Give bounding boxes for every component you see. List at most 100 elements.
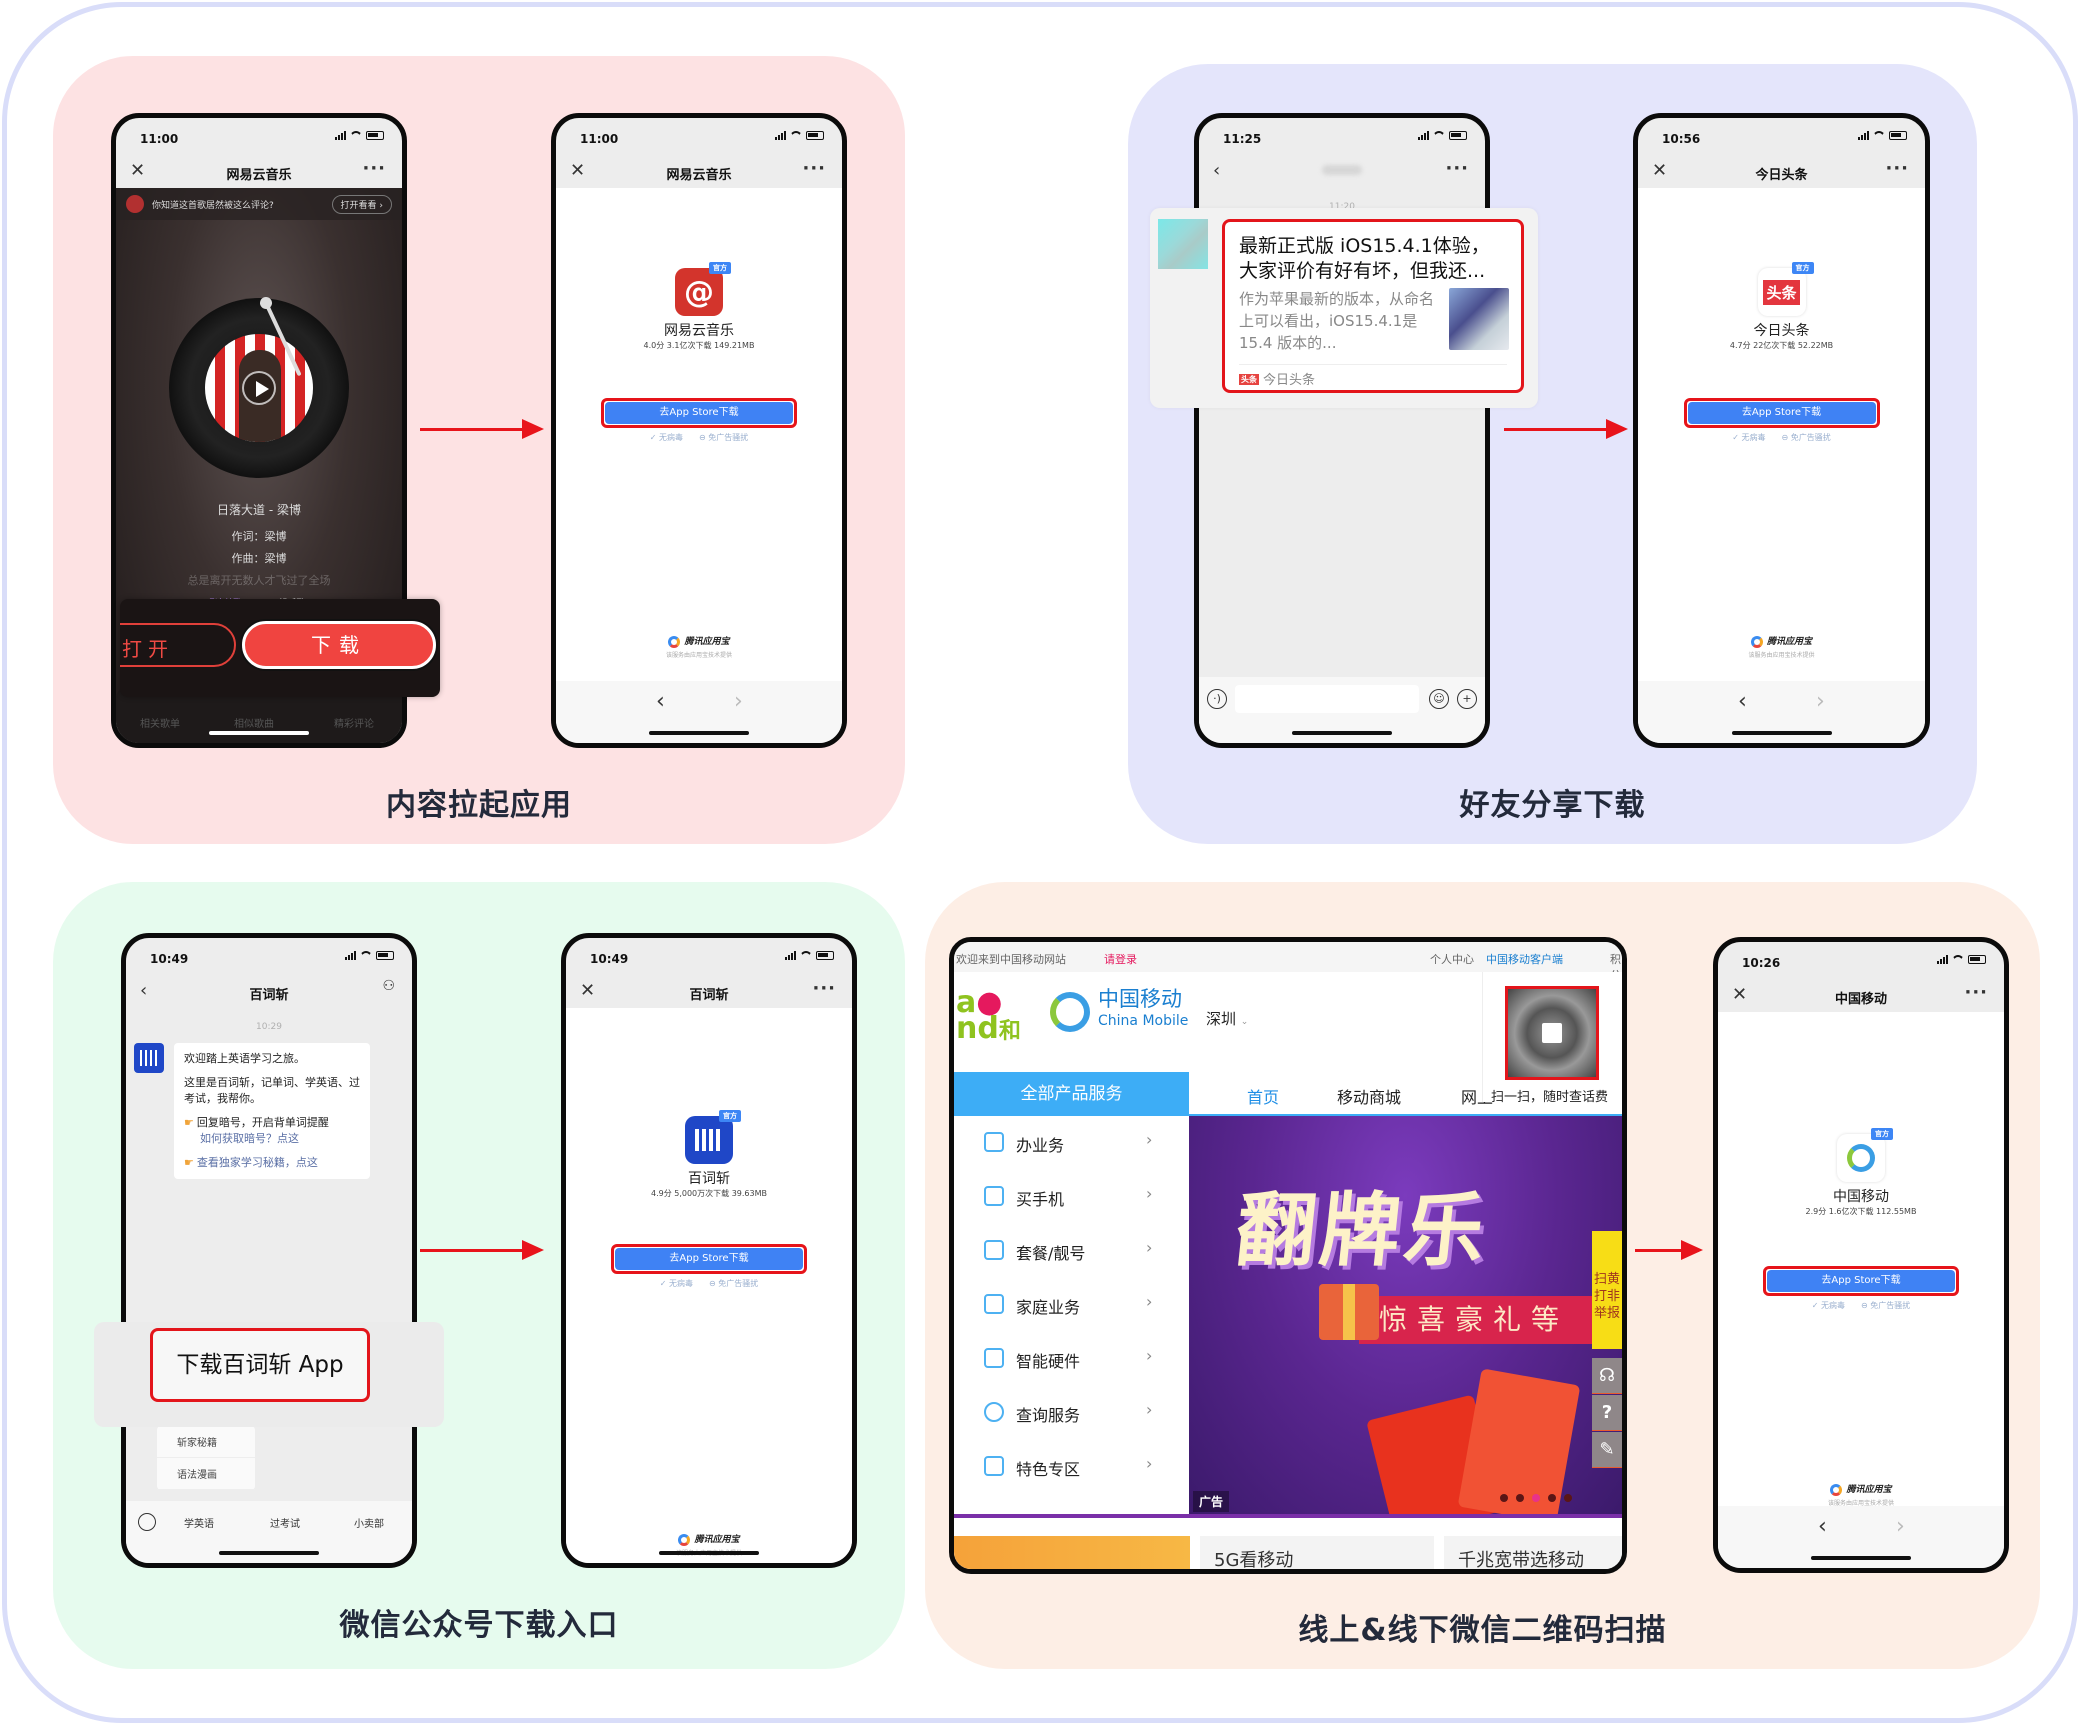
toutiao-logo-icon: 头条 <box>1239 374 1259 385</box>
back-icon[interactable]: ‹ <box>656 689 665 714</box>
qr-code[interactable] <box>1505 986 1599 1080</box>
ad-label: 广告 <box>1193 1491 1230 1512</box>
close-icon[interactable]: ✕ <box>580 980 596 1001</box>
carousel-dots[interactable] <box>1500 1494 1572 1502</box>
home-indicator <box>649 731 749 735</box>
more-icon[interactable]: ··· <box>1964 982 1988 1003</box>
tab-comments[interactable]: 精彩评论 <box>334 719 374 730</box>
appstore-download-button[interactable]: 去App Store下载 <box>1683 398 1880 428</box>
yyb-brand: 腾讯应用宝 <box>1718 1482 2004 1496</box>
lyric-line: 总是离开无数人才飞过了全场 <box>187 574 331 587</box>
article-description: 作为苹果最新的版本，从命名上可以看出，iOS15.4.1是 15.4 版本的..… <box>1239 290 1435 352</box>
site-topbar: 欢迎来到中国移动网站 请登录 个人中心 中国移动客户端 积分 <box>954 942 1622 982</box>
download-baicizhan-app-item[interactable]: 下载百词斩 App <box>150 1328 370 1402</box>
netease-app-icon: @官方 <box>675 262 731 316</box>
sidebar-item-buy-phone[interactable]: 买手机› <box>954 1170 1189 1224</box>
message-input[interactable] <box>1235 685 1419 713</box>
nav-mall[interactable]: 移动商城 <box>1337 1088 1402 1107</box>
chat-timestamp: 10:29 <box>256 1022 282 1032</box>
keyboard-icon[interactable] <box>138 1513 156 1531</box>
close-icon[interactable]: ✕ <box>130 160 146 181</box>
back-icon[interactable]: ‹ <box>1213 160 1221 181</box>
open-look-button[interactable]: 打开看看 › <box>331 195 392 214</box>
study-tips-link[interactable]: 查看独家学习秘籍，点这 <box>196 1156 318 1169</box>
shared-article-message[interactable]: 最新正式版 iOS15.4.1体验，大家评价有好有坏，但我还... 作为苹果最新… <box>1222 219 1524 393</box>
menu-tab-shop[interactable]: 小卖部 <box>354 1519 384 1530</box>
nav-home[interactable]: 首页 <box>1247 1088 1280 1107</box>
nav-title: 网易云音乐 <box>666 168 732 183</box>
chat-input-bar: ·) ☺ + <box>1199 677 1485 743</box>
promo-card[interactable] <box>954 1536 1190 1569</box>
forward-icon[interactable]: › <box>1896 1514 1905 1539</box>
more-icon[interactable]: ··· <box>1885 158 1909 179</box>
personal-center-link[interactable]: 个人中心 <box>1430 953 1474 966</box>
report-button[interactable]: 扫黄打非举报 <box>1592 1231 1622 1349</box>
app-name: 今日头条 <box>1753 323 1810 339</box>
tab-related-playlists[interactable]: 相关歌单 <box>140 719 180 730</box>
menu-tab-learn-english[interactable]: 学英语 <box>184 1519 214 1530</box>
app-name: 百词斩 <box>688 1171 730 1187</box>
menu-tab-exams[interactable]: 过考试 <box>270 1519 300 1530</box>
back-icon[interactable]: ‹ <box>140 980 148 1001</box>
forward-icon[interactable]: › <box>1816 689 1825 714</box>
comment-banner[interactable]: 你知道这首歌居然被这么评论? 打开看看 › <box>116 188 402 220</box>
chat-timestamp: 11:20 <box>1329 202 1355 212</box>
sidebar-item-smart-hardware[interactable]: 智能硬件› <box>954 1332 1189 1386</box>
no-virus-badge: ✓ 无病毒 <box>1811 1301 1845 1310</box>
wifi-icon <box>1433 131 1445 140</box>
plus-icon[interactable]: + <box>1457 689 1477 709</box>
menu-item-secrets[interactable]: 斩家秘籍 <box>157 1426 255 1458</box>
feedback-icon[interactable]: ✎ <box>1592 1432 1622 1468</box>
client-link[interactable]: 中国移动客户端 <box>1486 953 1563 966</box>
emoji-icon[interactable]: ☺ <box>1429 689 1449 709</box>
sidebar-item-home[interactable]: 家庭业务› <box>954 1278 1189 1332</box>
back-icon[interactable]: ‹ <box>1738 689 1747 714</box>
official-tag: 官方 <box>1871 1128 1893 1140</box>
voice-icon[interactable]: ·) <box>1207 689 1227 709</box>
card-broadband[interactable]: 千兆宽带选移动 <box>1444 1536 1622 1569</box>
battery-icon <box>806 131 824 140</box>
sidebar-item-query[interactable]: 查询服务› <box>954 1386 1189 1440</box>
play-icon[interactable] <box>242 371 276 405</box>
nav-bar: ‹ ··· <box>1199 156 1485 188</box>
appstore-download-button[interactable]: 去App Store下载 <box>611 1244 807 1274</box>
tab-similar-songs[interactable]: 相似歌曲 <box>234 719 274 730</box>
status-time: 11:00 <box>140 132 179 146</box>
download-button[interactable]: 下载 <box>242 621 436 669</box>
card-5g[interactable]: 5G看移动 <box>1200 1536 1434 1569</box>
close-icon[interactable]: ✕ <box>1732 984 1748 1005</box>
secret-code-link[interactable]: 如何获取暗号？点这 <box>200 1132 299 1145</box>
status-bar: 11:25 <box>1199 118 1485 156</box>
city-selector[interactable]: 深圳 ⌄ <box>1206 1010 1249 1028</box>
more-icon[interactable]: ··· <box>802 158 826 179</box>
yyb-logo-icon <box>668 635 681 648</box>
home-indicator <box>1731 731 1832 735</box>
more-icon[interactable]: ··· <box>362 158 386 179</box>
all-services-header[interactable]: 全部产品服务 <box>954 1072 1189 1116</box>
close-icon[interactable]: ✕ <box>1652 160 1668 181</box>
phone-icon <box>984 1186 1004 1206</box>
more-icon[interactable]: ··· <box>1445 158 1469 179</box>
more-icon[interactable]: ··· <box>812 978 836 999</box>
close-icon[interactable]: ✕ <box>570 160 586 181</box>
promo-banner[interactable]: 翻牌乐 惊喜豪礼等 广告 <box>1189 1116 1622 1514</box>
help-icon[interactable]: ? <box>1592 1395 1622 1431</box>
sidebar-item-special[interactable]: 特色专区› <box>954 1440 1189 1494</box>
signal-icon <box>775 131 786 140</box>
no-virus-badge: ✓ 无病毒 <box>1732 433 1766 442</box>
appstore-download-button[interactable]: 去App Store下载 <box>1763 1266 1959 1296</box>
sidebar-item-business[interactable]: 办业务› <box>954 1116 1189 1170</box>
profile-icon[interactable]: ⚇ <box>382 978 396 994</box>
phone-netease-download: 11:00 ✕ 网易云音乐 ··· @官方 网易云音乐 4.0分 3.1亿次下载… <box>551 113 847 748</box>
forward-icon[interactable]: › <box>734 689 743 714</box>
download-page: 头条官方 今日头条 4.7分 22亿次下载 52.22MB 去App Store… <box>1638 188 1925 681</box>
nav-title: 百词斩 <box>689 988 729 1003</box>
login-link[interactable]: 请登录 <box>1104 953 1137 966</box>
back-icon[interactable]: ‹ <box>1818 1514 1827 1539</box>
status-time: 10:26 <box>1742 956 1781 970</box>
sidebar-item-plans[interactable]: 套餐/靓号› <box>954 1224 1189 1278</box>
open-app-button[interactable]: 打开 <box>120 623 236 667</box>
appstore-download-button[interactable]: 去App Store下载 <box>601 398 797 428</box>
menu-item-grammar-comics[interactable]: 语法漫画 <box>157 1458 255 1490</box>
customer-service-icon[interactable]: ☊ <box>1592 1358 1622 1394</box>
